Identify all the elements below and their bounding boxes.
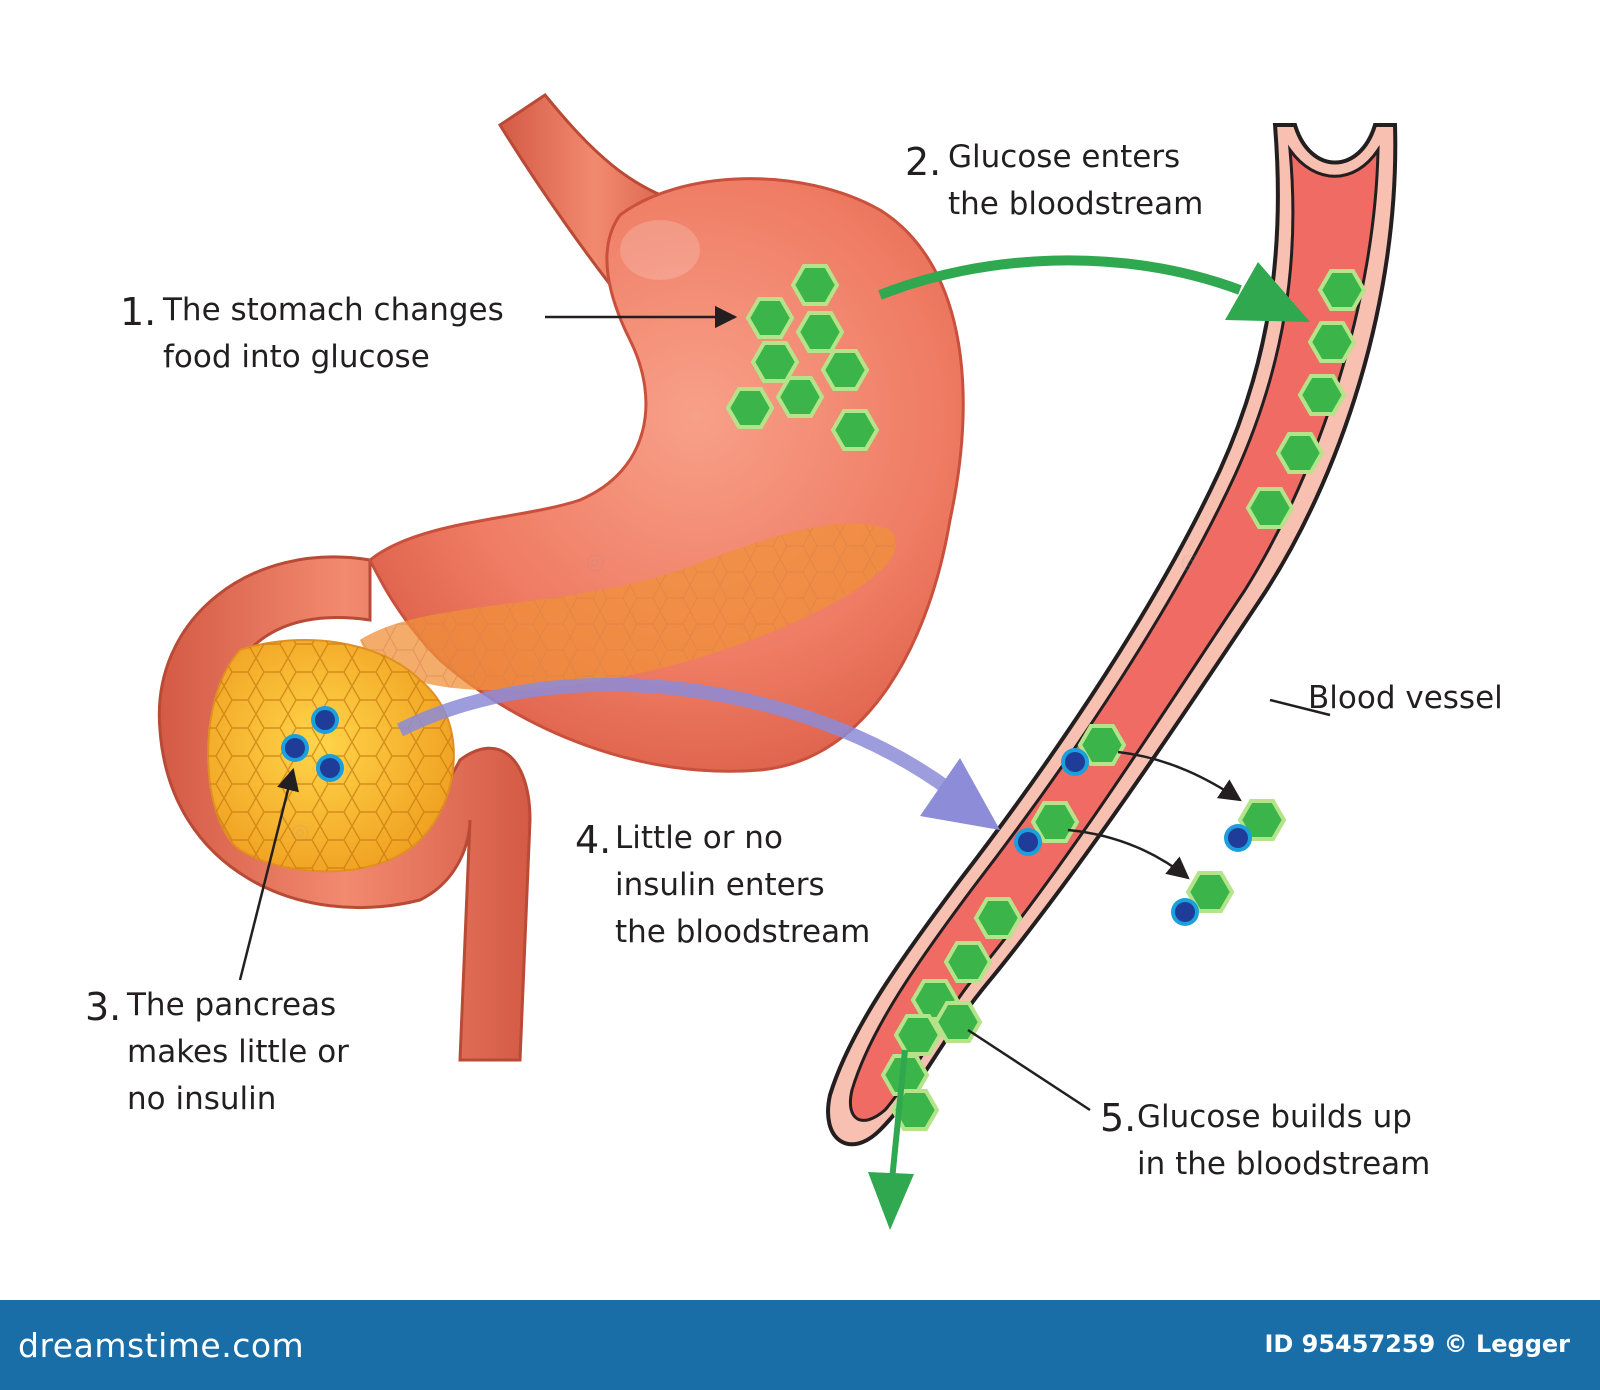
arrow-pancreas-to-vessel	[396, 677, 955, 796]
blood-vessel-text: Blood vessel	[1308, 680, 1503, 716]
step-5-line-2: in the bloodstream	[1137, 1146, 1431, 1182]
step-3-line-2: makes little or	[127, 1034, 349, 1070]
step-5-line-1: Glucose builds up	[1137, 1099, 1412, 1135]
step-5-number: 5.	[1100, 1096, 1137, 1140]
label-blood-vessel: Blood vessel	[1308, 675, 1503, 722]
step-1-number: 1.	[120, 290, 157, 334]
step-3-line-3: no insulin	[127, 1081, 277, 1117]
step-2-number: 2.	[905, 140, 942, 184]
brand-logo-text[interactable]: dreamstime.com	[18, 1326, 305, 1365]
step-4-line-2: insulin enters	[615, 867, 825, 903]
step-2-line-1: Glucose enters	[948, 139, 1181, 175]
step-3-number: 3.	[85, 985, 122, 1029]
step-3-line-1: The pancreas	[127, 987, 337, 1023]
step-1-line-2: food into glucose	[163, 339, 430, 375]
image-credit: ID 95457259 © Legger	[1264, 1330, 1570, 1358]
pointer-arrows	[238, 305, 1331, 1112]
step-2-line-2: the bloodstream	[948, 186, 1204, 222]
step-4-number: 4.	[575, 818, 612, 862]
step-4-line-1: Little or no	[615, 820, 783, 856]
step-1-line-1: The stomach changes	[163, 292, 504, 328]
outside-glucose-insulin	[1171, 799, 1286, 926]
arrow-vessel-exit	[889, 1049, 908, 1181]
arrow-stomach-to-vessel	[878, 255, 1242, 300]
blood-vessel	[826, 123, 1398, 1147]
diabetes-diagram	[157, 92, 1398, 1230]
footer-bar: dreamstime.com ID 95457259 © Legger	[0, 1300, 1600, 1390]
step-4-line-3: the bloodstream	[615, 914, 871, 950]
